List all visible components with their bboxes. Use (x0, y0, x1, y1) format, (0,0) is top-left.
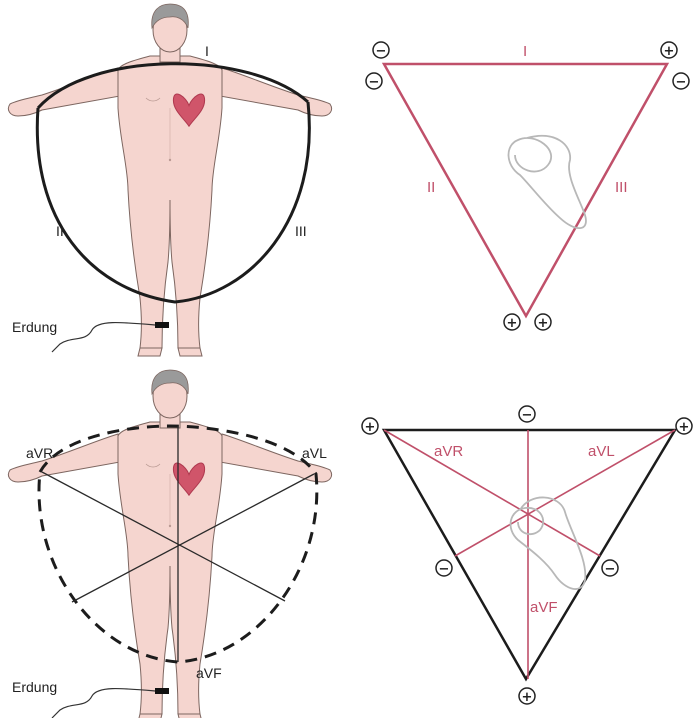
ground-label-bottom: Erdung (12, 679, 57, 695)
svg-text:−: − (676, 75, 687, 90)
svg-text:−: − (605, 562, 616, 577)
avl-label-body: aVL (302, 445, 327, 461)
svg-text:+: + (507, 316, 518, 331)
svg-text:+: + (522, 690, 533, 705)
avf-label-triangle: aVF (530, 599, 558, 616)
svg-text:−: − (522, 408, 533, 423)
ground-electrode-top (155, 322, 169, 328)
svg-text:−: − (369, 75, 380, 90)
avf-label-body: aVF (196, 665, 222, 681)
pole-sign-top-right-outer: + (661, 42, 677, 59)
pole-sign-top-right-inner: − (673, 73, 689, 90)
lead-3-label-triangle: III (615, 179, 628, 196)
lead-2-label-triangle: II (427, 179, 435, 196)
pole-sign-top-right: + (676, 418, 692, 435)
pole-sign-bottom: + (519, 688, 535, 705)
pole-sign-left-side: − (436, 560, 452, 577)
einthoven-triangle-panel: I II III − − + − + + (366, 42, 689, 331)
pole-sign-top-left-outer: − (373, 42, 389, 59)
pole-sign-right-side: − (602, 560, 618, 577)
einthoven-body-figure: I II III Erdung (8, 4, 331, 356)
svg-text:+: + (365, 420, 376, 435)
lead-2-label-body: II (56, 223, 64, 239)
svg-text:−: − (439, 562, 450, 577)
pole-sign-bottom-right: + (535, 314, 551, 331)
svg-text:+: + (538, 316, 549, 331)
goldberger-body-figure: aVR aVL aVF Erdung (8, 370, 331, 718)
pole-sign-top-center: − (519, 406, 535, 423)
avr-label-triangle: aVR (434, 443, 463, 460)
avl-label-triangle: aVL (588, 443, 615, 460)
lead-3-label-body: III (295, 223, 307, 239)
lead-1-label-triangle: I (523, 43, 527, 60)
pole-sign-top-left: + (362, 418, 378, 435)
ground-label-top: Erdung (12, 319, 57, 335)
pole-sign-top-left-inner: − (366, 73, 382, 90)
heart-vector-loop-top (508, 136, 585, 228)
svg-text:+: + (679, 420, 690, 435)
pole-sign-bottom-left: + (504, 314, 520, 331)
human-body-figure-top (8, 4, 331, 356)
goldberger-lead-axes (384, 430, 675, 679)
svg-text:−: − (376, 44, 387, 59)
lead-1-label-body: I (205, 43, 209, 59)
goldberger-triangle (384, 430, 675, 679)
svg-text:+: + (664, 44, 675, 59)
ground-electrode-bottom (155, 688, 169, 694)
goldberger-triangle-panel: aVR aVL aVF + − + − − + (362, 406, 692, 705)
human-body-figure-bottom (8, 370, 331, 718)
avr-label-body: aVR (26, 445, 53, 461)
